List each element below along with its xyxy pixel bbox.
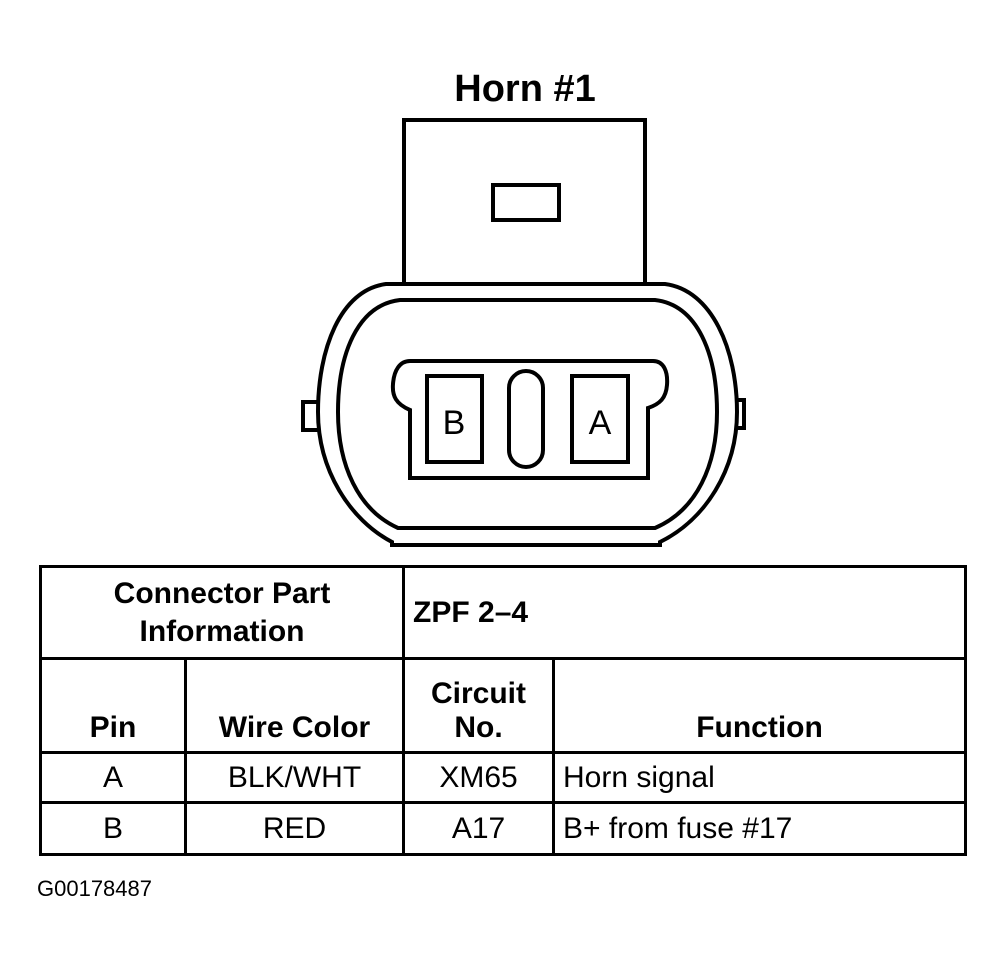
header-circuit-line1: Circuit	[431, 677, 527, 710]
pin-a-terminal	[570, 374, 630, 464]
connector-info-table: Connector Part Information ZPF 2–4 Pin W…	[38, 565, 968, 856]
cell-pin: A	[39, 751, 187, 804]
diagram-title: Horn #1	[454, 68, 596, 110]
table-row: B RED A17 B+ from fuse #17	[39, 801, 968, 856]
cell-circuit: A17	[402, 801, 556, 856]
part-info-label: Connector Part Information	[38, 565, 406, 660]
pin-a-label: A	[589, 404, 612, 442]
cell-wire-color: RED	[183, 801, 406, 856]
cell-pin: B	[39, 801, 187, 856]
cell-circuit: XM65	[402, 751, 556, 804]
header-circuit-line2: No.	[454, 711, 503, 744]
cell-wire-color: BLK/WHT	[183, 751, 406, 804]
header-row: Pin Wire Color Circuit No. Function	[39, 657, 968, 754]
connector-center-key	[507, 369, 545, 469]
part-info-row: Connector Part Information ZPF 2–4	[38, 565, 968, 660]
connector-drawing: B A	[301, 118, 746, 547]
header-wire-color: Wire Color	[183, 657, 406, 754]
pin-b-terminal	[425, 374, 484, 464]
cell-function: B+ from fuse #17	[552, 801, 968, 856]
connector-latch-tab	[491, 183, 561, 222]
header-circuit: Circuit No.	[402, 657, 556, 754]
pin-b-label: B	[443, 404, 466, 442]
header-pin: Pin	[39, 657, 187, 754]
part-info-label-line1: Connector Part	[113, 576, 331, 610]
part-info-label-line2: Information	[139, 614, 305, 648]
part-number: ZPF 2–4	[402, 565, 968, 660]
figure-id: G00178487	[37, 876, 152, 901]
header-function: Function	[552, 657, 968, 754]
cell-function: Horn signal	[552, 751, 968, 804]
table-row: A BLK/WHT XM65 Horn signal	[39, 751, 968, 804]
